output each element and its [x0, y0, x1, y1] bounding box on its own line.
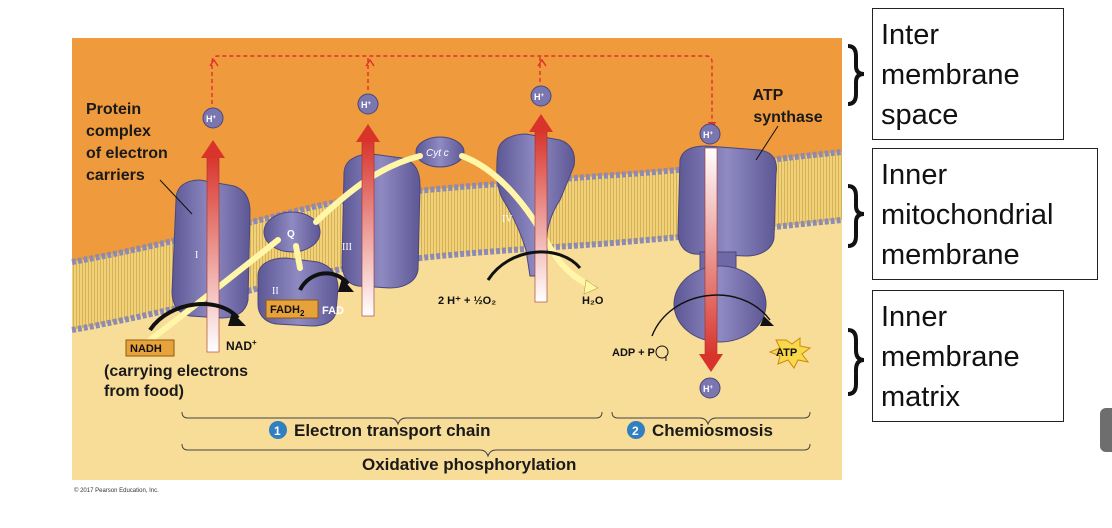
protein-complex-pointer [159, 179, 193, 215]
inner-membrane-matrix-box: Inner membrane matrix [872, 290, 1064, 422]
cyt-c-label: Cyt c [426, 148, 449, 159]
q-label: Q [287, 229, 295, 240]
box-line: space [881, 99, 959, 131]
svg-text:H+: H+ [534, 92, 545, 102]
svg-text:H+: H+ [703, 130, 714, 140]
adp-pi-label: ADP + P i [612, 345, 669, 363]
box-line: membrane [881, 59, 1020, 91]
water-label: H₂O [582, 295, 604, 307]
fadh2-badge: FADH2 [265, 299, 319, 319]
step-braces [181, 411, 811, 458]
nadh-badge: NADH [125, 339, 175, 357]
proton-flow-path [209, 55, 717, 131]
svg-text:Chemiosmosis: Chemiosmosis [652, 421, 773, 440]
svg-text:ADP + P: ADP + P [612, 347, 655, 359]
inner-mitochondrial-membrane-box: Inner mitochondrial membrane [872, 148, 1098, 280]
box-line: Inter [881, 19, 940, 51]
svg-text:H+: H+ [361, 100, 372, 110]
complex-2-label: II [272, 286, 279, 297]
proton-return-arrow [699, 147, 723, 372]
carrying-electrons-label: (carrying electrons from food) [104, 363, 253, 400]
svg-text:NADH: NADH [130, 343, 162, 355]
scroll-tab[interactable] [1100, 408, 1112, 452]
oxidative-phosphorylation-label: Oxidative phosphorylation [362, 455, 576, 474]
svg-text:i: i [665, 356, 667, 363]
h-plus-5: H+ [699, 377, 721, 399]
nad-plus-label: NAD+ [226, 338, 257, 353]
svg-text:Electron transport chain: Electron transport chain [294, 421, 490, 440]
box-line: membrane [881, 341, 1020, 373]
copyright-label: © 2017 Pearson Education, Inc. [74, 487, 159, 494]
h-plus-3: H+ [530, 85, 552, 107]
svg-text:2: 2 [632, 424, 639, 438]
box-line: Inner [881, 301, 948, 333]
proton-pump-arrow-3 [356, 124, 380, 317]
h-plus-2: H+ [357, 93, 379, 115]
step-2-label: 2 Chemiosmosis [627, 421, 773, 440]
box-line: mitochondrial [881, 199, 1054, 231]
svg-text:H+: H+ [703, 384, 714, 394]
atp-burst: ATP [768, 337, 812, 369]
right-braces [847, 44, 865, 396]
oxygen-reaction-label: 2 H⁺ + ½O₂ [438, 295, 496, 307]
complex-4-label: IV [502, 214, 513, 225]
box-line: Inner [881, 159, 948, 191]
atp-label: ATP [776, 347, 797, 359]
atp-synthase [673, 145, 777, 343]
svg-text:1: 1 [274, 424, 281, 438]
h-plus-1: H+ [202, 107, 224, 129]
fad-label: FAD [322, 305, 344, 317]
step-1-label: 1 Electron transport chain [269, 421, 490, 440]
h-plus-4: H+ [699, 123, 721, 145]
protein-complex-label: Protein complex of electron carriers [86, 101, 172, 184]
complex-3-label: III [342, 242, 352, 253]
atp-synthase-label: ATP synthase [753, 87, 823, 126]
svg-text:FADH2: FADH2 [270, 304, 305, 318]
svg-text:H+: H+ [206, 114, 217, 124]
cytochrome-c: Cyt c [415, 136, 465, 168]
box-line: matrix [881, 381, 960, 413]
proton-pump-arrow-4 [529, 114, 553, 303]
complex-1-label: I [195, 250, 198, 261]
intermembrane-space-box: Inter membrane space [872, 8, 1064, 140]
atp-synthase-pointer [755, 125, 779, 161]
reaction-arrows [148, 250, 774, 337]
box-line: membrane [881, 239, 1020, 271]
